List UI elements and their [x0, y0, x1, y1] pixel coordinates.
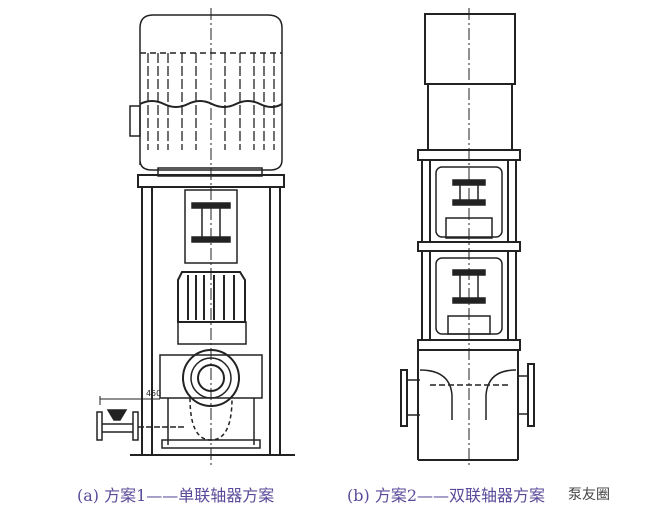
- motor-a: [139, 14, 283, 171]
- caption-b: (b) 方案2——双联轴器方案: [347, 486, 545, 505]
- motor-b: [424, 13, 516, 85]
- caption-a: (a) 方案1——单联轴器方案: [77, 486, 275, 505]
- scheme-b-double-coupling: [400, 8, 535, 465]
- scheme-a-single-coupling: 450: [96, 8, 295, 465]
- watermark: 泵友圈: [568, 487, 610, 503]
- outlet-flange-b: [527, 363, 535, 427]
- inlet-flange-b: [400, 369, 408, 427]
- dimension-label: 450: [146, 389, 161, 398]
- valve-a: [96, 409, 185, 441]
- pump-body-b: [417, 350, 519, 461]
- terminal-box-a: [129, 105, 141, 137]
